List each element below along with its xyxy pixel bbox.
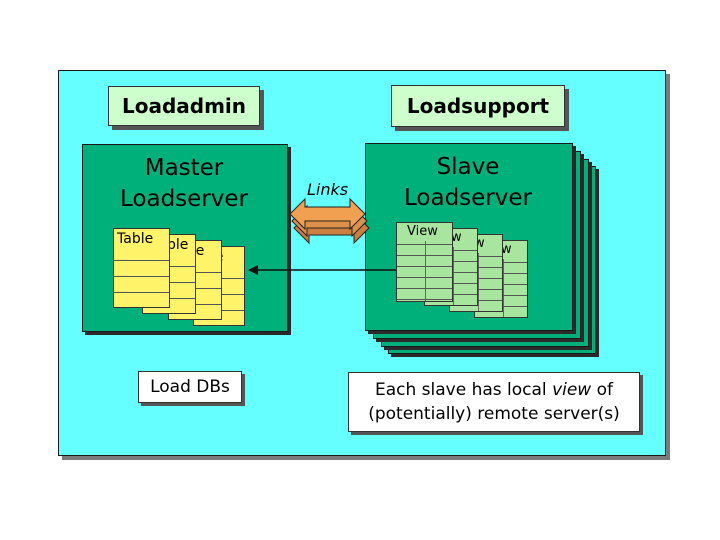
loadsupport-title: Loadsupport: [391, 85, 565, 127]
links-label: Links: [307, 180, 349, 199]
view-sheet-label: View: [397, 223, 452, 241]
slave-note-line2: (potentially) remote server(s): [368, 404, 620, 424]
table-sheet: Table: [113, 228, 170, 308]
slave-title-line1: Slave: [436, 154, 500, 180]
master-title-line1: Master: [144, 155, 224, 181]
load-dbs-note: Load DBs: [138, 371, 242, 403]
links-arrow: [289, 197, 370, 245]
view-sheet: View: [396, 222, 453, 302]
loadadmin-title-text: Loadadmin: [121, 94, 247, 118]
slave-note-prefix: Each slave has local: [374, 380, 553, 400]
slave-loadserver-title: Slave Loadserver: [365, 152, 571, 214]
master-loadserver-title: Master Loadserver: [82, 153, 286, 215]
loadsupport-title-text: Loadsupport: [406, 94, 550, 118]
slave-note-emphasis: view: [552, 380, 592, 400]
slave-note-line1: Each slave has local view of: [349, 378, 639, 402]
loadadmin-title: Loadadmin: [108, 86, 260, 126]
slave-note-suffix: of: [591, 380, 614, 400]
table-sheet-label: Table: [114, 229, 169, 249]
slave-title-line2: Loadserver: [404, 185, 532, 211]
slave-view-note: Each slave has local view of (potentiall…: [348, 372, 640, 432]
remote-view-arrow: [248, 265, 396, 275]
master-title-line2: Loadserver: [120, 186, 248, 212]
